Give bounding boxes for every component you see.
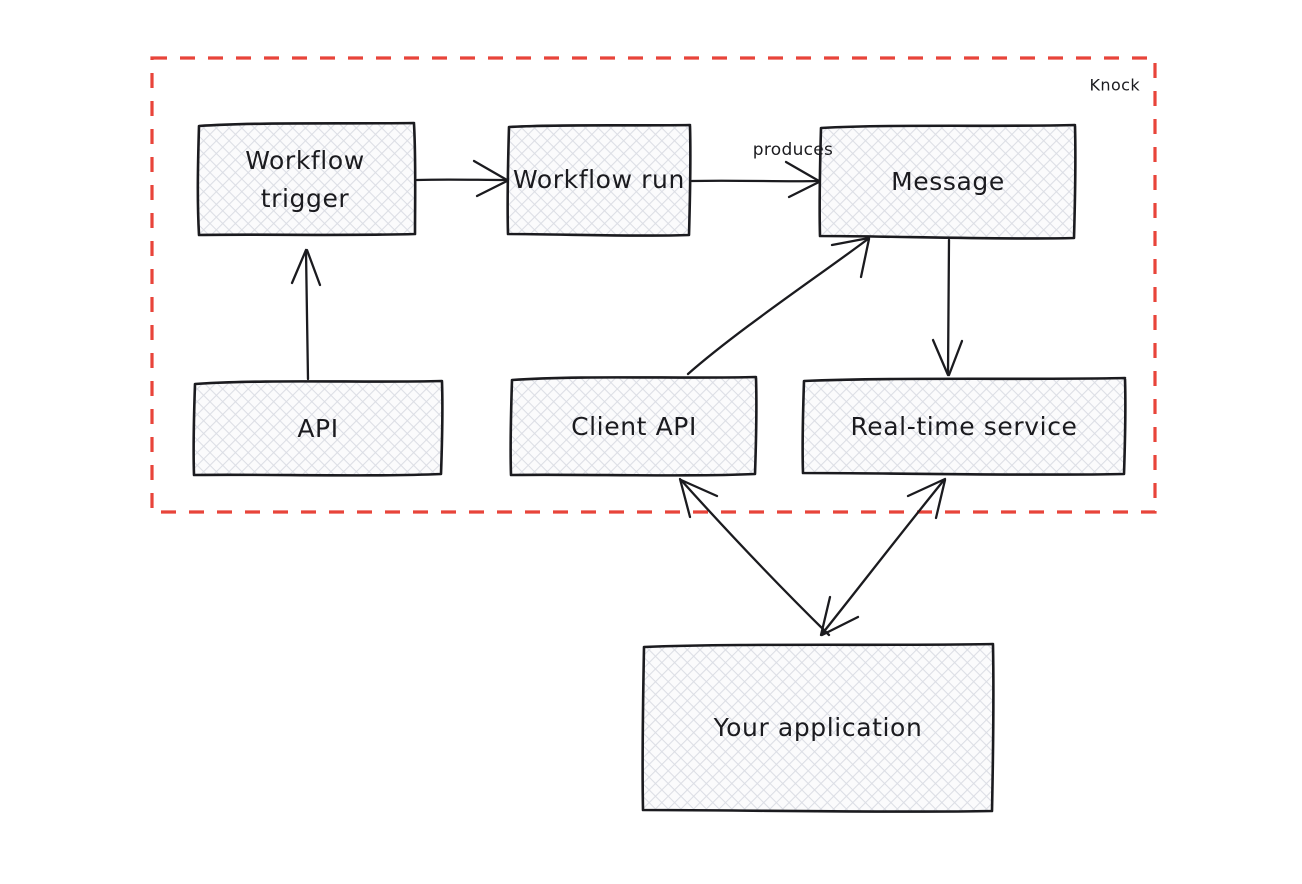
message-fill [820,125,1075,238]
edge-run-to-message: produces [690,140,833,199]
edge-api-to-trigger [290,248,322,381]
edge-client-api-to-message [686,236,871,376]
node-message[interactable]: Message [818,123,1077,240]
your-application-outline [641,642,995,813]
node-workflow-run[interactable]: Workflow run [506,123,692,237]
workflow-trigger-label-line1: Workflow [245,146,365,175]
edge-client-api-to-message-arrowhead [830,236,871,279]
edge-message-to-real-time-service-line [946,238,951,376]
node-api[interactable]: API [192,379,444,477]
real-time-service-label: Real-time service [850,412,1077,441]
edge-real-time-service-your-application [819,477,947,637]
api-label: API [297,414,338,443]
your-application-label: Your application [713,713,923,742]
api-outline [192,379,444,477]
edge-your-application-arrowhead-bottom [819,595,860,637]
client-api-label: Client API [571,412,697,441]
client-api-outline [509,375,758,477]
workflow-run-fill [508,125,690,235]
edge-real-time-service-arrowhead-top [906,477,947,520]
edge-trigger-to-run-arrowhead [472,159,509,198]
edge-trigger-to-run [415,159,509,198]
workflow-trigger-label-line2: trigger [261,184,350,213]
message-label: Message [891,167,1005,196]
your-application-fill [643,644,993,811]
real-time-service-outline [801,376,1127,476]
edge-your-application-to-client-api-arrowhead [678,477,719,519]
knock-boundary: Knock [150,56,1157,514]
workflow-trigger-fill [198,123,415,235]
edge-message-to-real-time-service-arrowhead [931,338,964,377]
edge-real-time-service-your-application-line [820,478,946,636]
node-workflow-trigger[interactable]: Workflow trigger [196,121,417,237]
knock-boundary-label: Knock [1090,76,1141,95]
edge-api-to-trigger-arrowhead [290,248,322,287]
node-client-api[interactable]: Client API [509,375,758,477]
workflow-run-outline [506,123,692,237]
message-outline [818,123,1077,240]
workflow-trigger-outline [196,121,417,237]
edge-label-produces: produces [753,140,833,160]
edge-run-to-message-line [690,179,820,183]
real-time-service-fill [803,378,1125,474]
edge-run-to-message-arrowhead [784,160,821,199]
node-your-application[interactable]: Your application [641,642,995,813]
edge-message-to-real-time-service [931,238,964,377]
client-api-fill [511,377,756,475]
api-fill [194,381,442,475]
edge-your-application-to-client-api [678,477,831,637]
edge-your-application-to-client-api-line [679,478,831,637]
edge-client-api-to-message-line [686,237,870,376]
node-real-time-service[interactable]: Real-time service [801,376,1127,476]
edge-api-to-trigger-line [304,249,310,381]
workflow-run-label: Workflow run [513,165,685,194]
